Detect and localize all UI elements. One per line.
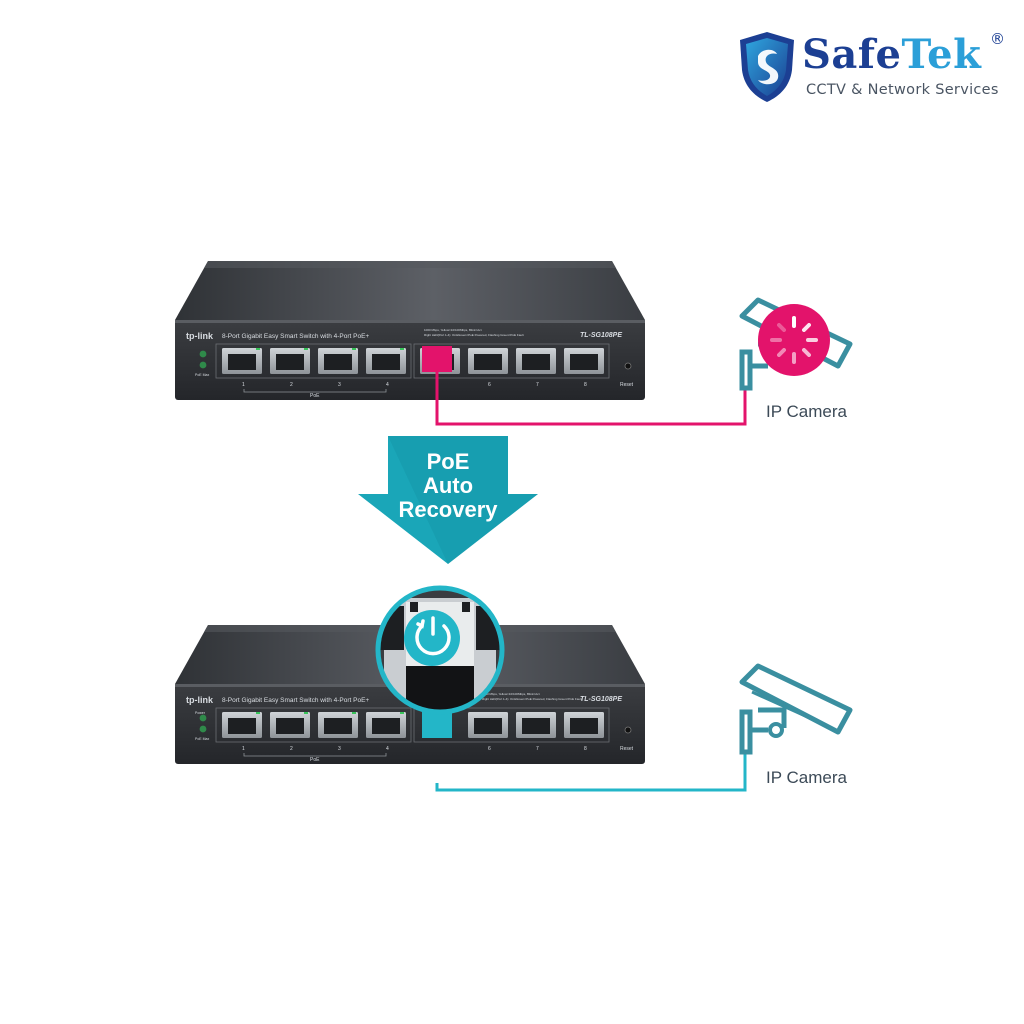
brand-logo: SafeTek ® CCTV & Network Services: [736, 30, 1006, 108]
power-restart-icon: [415, 616, 451, 656]
port-number: 1: [242, 382, 245, 388]
switch-brand-logo: tp-link: [186, 695, 214, 705]
switch-top: tp-link 8-Port Gigabit Easy Smart Switch…: [175, 261, 645, 400]
ip-camera-bottom-label: IP Camera: [766, 768, 847, 787]
led-note-2: Right LED(Port 1-4): On&Green=PoE Powere…: [424, 333, 524, 337]
cctv-camera-icon: [739, 663, 853, 755]
fault-indicator: [758, 304, 830, 376]
switch-bottom: tp-link 8-Port Gigabit Easy Smart Switch…: [175, 625, 645, 764]
port-number: 2: [290, 382, 293, 388]
switch-brand-logo: tp-link: [186, 331, 214, 341]
brand-name: SafeTek: [802, 31, 982, 78]
poe-group-label: PoE: [310, 757, 320, 763]
brand-tagline: CCTV & Network Services: [806, 82, 999, 98]
port-number: 8: [584, 382, 587, 388]
reset-label: Reset: [620, 382, 634, 388]
port-number: 1: [242, 746, 245, 752]
led-note-1: 1000 Mbps, Yellow=10/100Mbps, Blink=Act: [424, 328, 482, 332]
switch-model: TL-SG108PE: [580, 332, 622, 339]
switch-description: 8-Port Gigabit Easy Smart Switch with 4-…: [222, 697, 369, 704]
led-note-1: 1000 Mbps, Yellow=10/100Mbps, Blink=Act: [482, 692, 540, 696]
port-number: 3: [338, 746, 341, 752]
down-arrow-icon: [358, 436, 538, 564]
poe-group-label: PoE: [310, 393, 320, 399]
poe-max-label: PoE Max: [195, 373, 209, 377]
registered-mark: ®: [990, 30, 1005, 48]
poe-auto-recovery-label: PoE Auto Recovery: [398, 449, 498, 522]
reset-hole-icon: [624, 362, 632, 370]
poe-max-label: PoE Max: [195, 737, 209, 741]
port-number: 7: [536, 382, 539, 388]
power-led-icon: [199, 714, 207, 722]
port-number: 3: [338, 382, 341, 388]
poe-max-led-icon: [199, 725, 207, 733]
power-led-icon: [199, 350, 207, 358]
port-number: 6: [488, 746, 491, 752]
port-number: 8: [584, 746, 587, 752]
ports-row-bottom: [222, 712, 604, 738]
port-number: 6: [488, 382, 491, 388]
poe-max-led-icon: [199, 361, 207, 369]
reset-hole-icon: [624, 726, 632, 734]
power-label: Power: [195, 711, 206, 715]
port-5-fault-plug: [422, 346, 452, 372]
port-number: 4: [386, 382, 389, 388]
reset-label: Reset: [620, 746, 634, 752]
ip-camera-top-label: IP Camera: [766, 402, 847, 421]
port-number: 7: [536, 746, 539, 752]
switch-description: 8-Port Gigabit Easy Smart Switch with 4-…: [222, 333, 369, 340]
ports-row-top: [222, 346, 604, 374]
switch-model: TL-SG108PE: [580, 696, 622, 703]
led-note-2: Right LED(Port 1-4): On&Green=PoE Powere…: [482, 697, 582, 701]
ip-camera-bottom: [739, 663, 853, 755]
loading-spinner-icon: [770, 316, 818, 364]
shield-logo-icon: [740, 32, 794, 102]
port-number: 4: [386, 746, 389, 752]
port-number: 2: [290, 746, 293, 752]
ip-camera-top: [739, 297, 853, 391]
zoom-magnifier: [375, 585, 505, 715]
